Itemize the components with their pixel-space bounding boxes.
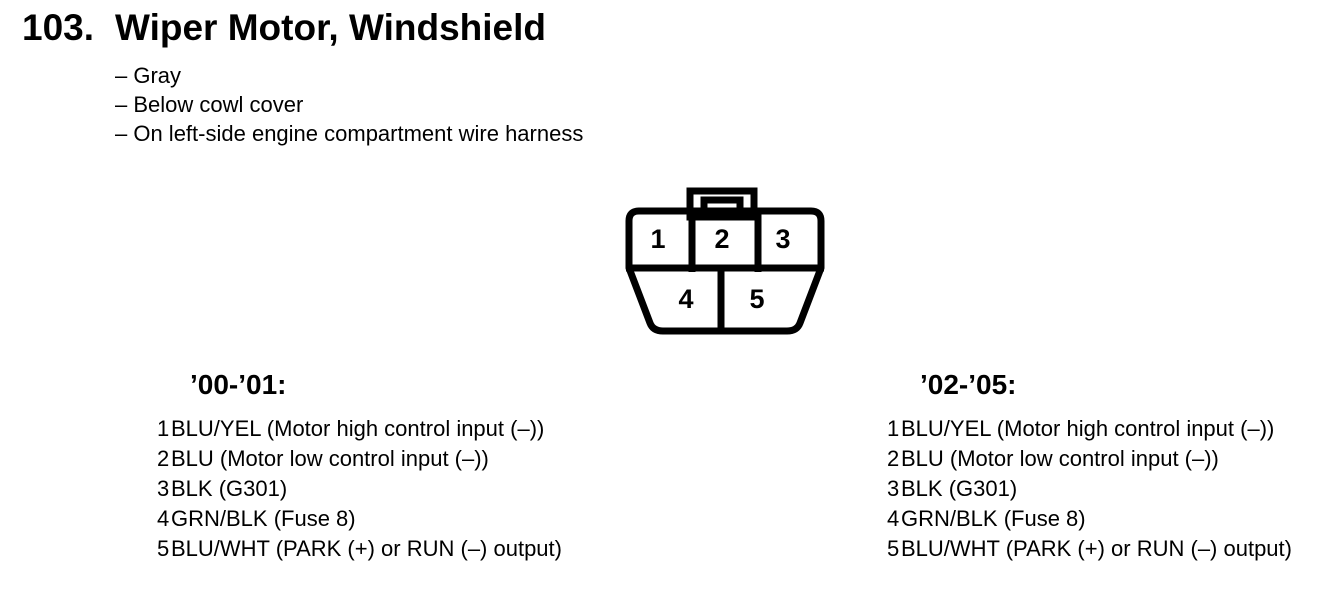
note-location: – Below cowl cover bbox=[115, 92, 304, 117]
pinout-list-00-01: 1 BLU/YEL (Motor high control input (–))… bbox=[157, 414, 562, 564]
cavity-number-4: 4 bbox=[678, 284, 693, 314]
section-title: Wiper Motor, Windshield bbox=[115, 7, 546, 48]
note-harness: – On left-side engine compartment wire h… bbox=[115, 121, 584, 146]
pin-number: 4 bbox=[157, 506, 170, 531]
pin-number: 3 bbox=[887, 476, 900, 501]
year-range-heading-02-05: ’02-’05: bbox=[920, 369, 1017, 400]
pin-number: 3 bbox=[157, 476, 170, 501]
pin-description: BLK (G301) bbox=[171, 476, 288, 501]
pin-row: 5 BLU/WHT (PARK (+) or RUN (–) output) bbox=[887, 534, 1292, 564]
pin-number: 5 bbox=[157, 536, 170, 561]
pin-number: 1 bbox=[887, 416, 900, 441]
connector-lock-tab bbox=[686, 187, 758, 221]
cavity-number-1: 1 bbox=[650, 224, 665, 254]
pin-row: 3 BLK (G301) bbox=[887, 474, 1292, 504]
page-title: 103. Wiper Motor, Windshield bbox=[22, 7, 546, 49]
pin-number: 2 bbox=[887, 446, 900, 471]
year-range-heading-00-01: ’00-’01: bbox=[190, 369, 287, 400]
pin-description: BLK (G301) bbox=[901, 476, 1018, 501]
pin-row: 3 BLK (G301) bbox=[157, 474, 562, 504]
cavity-number-5: 5 bbox=[749, 284, 764, 314]
pin-description: BLU/WHT (PARK (+) or RUN (–) output) bbox=[171, 536, 562, 561]
pin-description: GRN/BLK (Fuse 8) bbox=[901, 506, 1086, 531]
pin-description: GRN/BLK (Fuse 8) bbox=[171, 506, 356, 531]
pin-description: BLU/YEL (Motor high control input (–)) bbox=[171, 416, 545, 441]
pin-description: BLU/WHT (PARK (+) or RUN (–) output) bbox=[901, 536, 1292, 561]
pin-number: 2 bbox=[157, 446, 170, 471]
pin-row: 2 BLU (Motor low control input (–)) bbox=[157, 444, 562, 474]
cavity-number-2: 2 bbox=[714, 224, 729, 254]
connector-notes: – Gray – Below cowl cover – On left-side… bbox=[115, 61, 583, 148]
pin-row: 4 GRN/BLK (Fuse 8) bbox=[887, 504, 1292, 534]
pin-row: 2 BLU (Motor low control input (–)) bbox=[887, 444, 1292, 474]
pin-number: 4 bbox=[887, 506, 900, 531]
pin-description: BLU (Motor low control input (–)) bbox=[901, 446, 1219, 471]
pin-number: 1 bbox=[157, 416, 170, 441]
pin-description: BLU (Motor low control input (–)) bbox=[171, 446, 489, 471]
section-number: 103. bbox=[22, 7, 95, 48]
connector-lock-tab-inner bbox=[700, 196, 744, 215]
connector-diagram: 1 2 3 4 5 bbox=[625, 187, 825, 335]
note-color: – Gray bbox=[115, 63, 182, 88]
pinout-list-02-05: 1 BLU/YEL (Motor high control input (–))… bbox=[887, 414, 1292, 564]
pin-row: 1 BLU/YEL (Motor high control input (–)) bbox=[157, 414, 562, 444]
pin-row: 5 BLU/WHT (PARK (+) or RUN (–) output) bbox=[157, 534, 562, 564]
pin-number: 5 bbox=[887, 536, 900, 561]
pin-row: 1 BLU/YEL (Motor high control input (–)) bbox=[887, 414, 1292, 444]
cavity-number-3: 3 bbox=[775, 224, 790, 254]
pin-row: 4 GRN/BLK (Fuse 8) bbox=[157, 504, 562, 534]
pin-description: BLU/YEL (Motor high control input (–)) bbox=[901, 416, 1275, 441]
